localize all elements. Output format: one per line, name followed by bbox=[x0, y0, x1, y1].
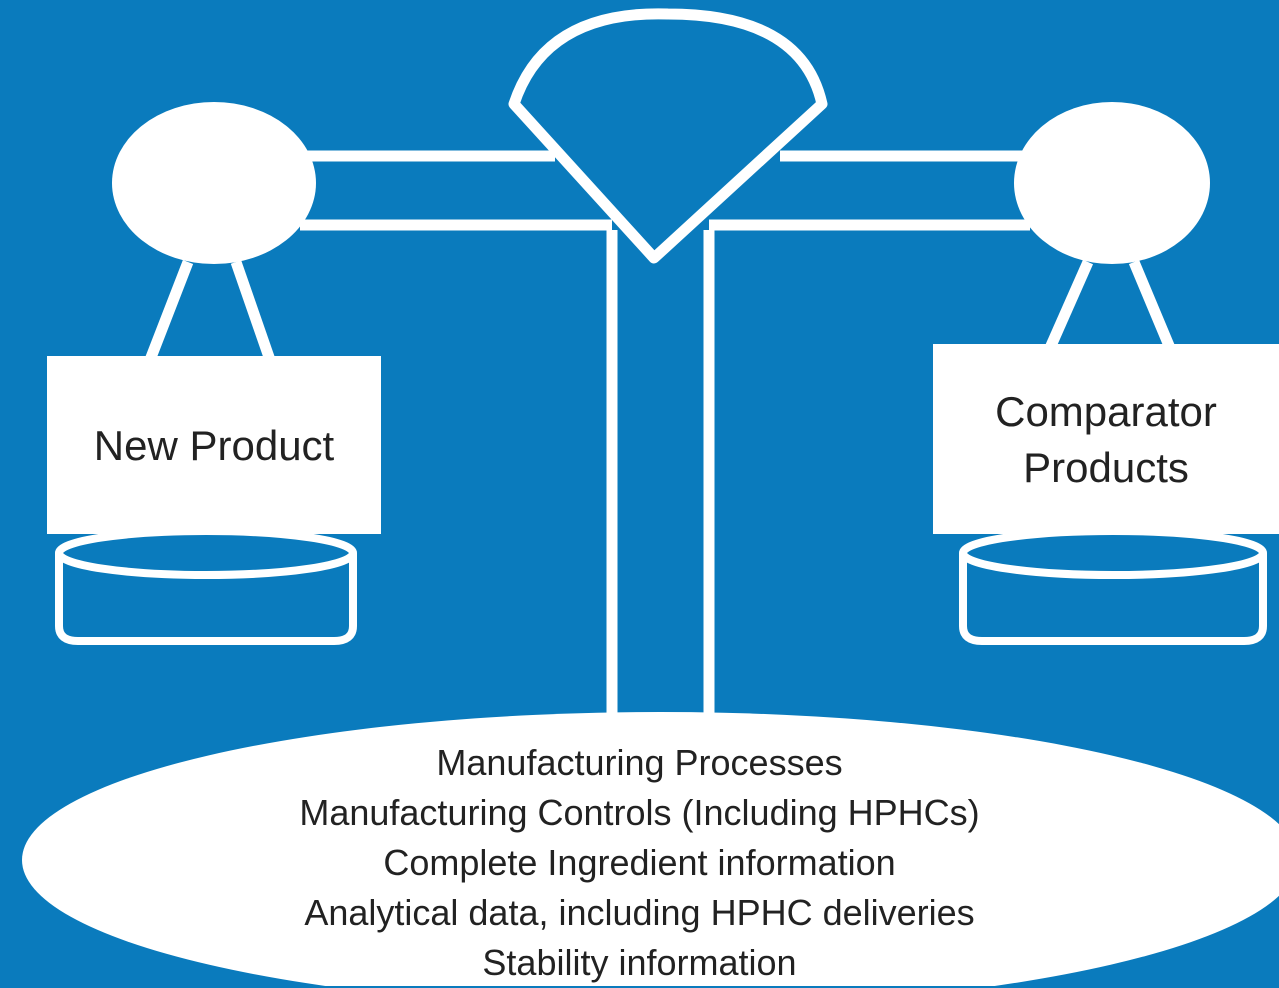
left-pan bbox=[55, 527, 357, 645]
new-product-text: New Product bbox=[93, 422, 335, 469]
base-line-manufacturing-processes: Manufacturing Processes bbox=[436, 742, 843, 783]
left-hanger bbox=[144, 260, 276, 362]
comparator-line-1: Comparator bbox=[995, 388, 1217, 435]
base-requirements-list: Manufacturing Processes Manufacturing Co… bbox=[0, 738, 1279, 988]
new-product-label: New Product bbox=[47, 418, 381, 474]
base-line-analytical-data: Analytical data, including HPHC deliveri… bbox=[304, 892, 975, 933]
base-line-ingredient-information: Complete Ingredient information bbox=[383, 842, 896, 883]
right-pan bbox=[959, 527, 1267, 645]
scale-pillar bbox=[606, 230, 715, 728]
scale-pivot bbox=[508, 8, 828, 264]
scale-beam bbox=[300, 150, 1030, 231]
scale-base-ellipse bbox=[22, 712, 1279, 986]
base-line-manufacturing-controls: Manufacturing Controls (Including HPHCs) bbox=[299, 792, 980, 833]
base-line-stability-information: Stability information bbox=[482, 942, 797, 983]
left-knob bbox=[112, 102, 316, 264]
left-label-box bbox=[47, 356, 381, 534]
right-hanger bbox=[1044, 259, 1176, 351]
comparator-products-label: Comparator Products bbox=[933, 384, 1279, 496]
right-knob bbox=[1014, 102, 1210, 264]
right-label-box bbox=[933, 344, 1279, 534]
comparator-line-2: Products bbox=[1023, 444, 1189, 491]
